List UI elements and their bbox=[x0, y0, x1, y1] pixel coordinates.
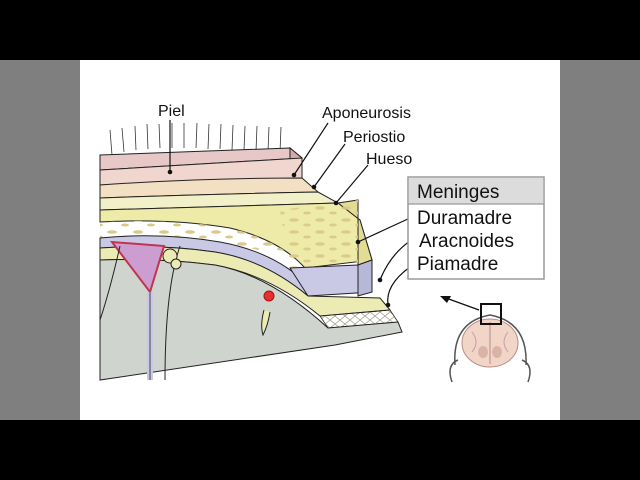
letterbox-top bbox=[0, 0, 640, 60]
zoom-box-icon bbox=[480, 303, 502, 325]
pillarbox-left bbox=[0, 60, 80, 420]
legend-item-dura: Duramadre bbox=[417, 208, 512, 229]
pointer-dots bbox=[167, 169, 391, 308]
legend-item-pia: Piamadre bbox=[417, 254, 498, 275]
meninges-legend: Meninges Duramadre Aracnoides Piamadre bbox=[407, 176, 545, 280]
falx-cerebri bbox=[99, 240, 181, 381]
letterbox-bottom bbox=[0, 420, 640, 480]
label-bone: Hueso bbox=[366, 151, 412, 168]
legend-item-arachnoid: Aracnoides bbox=[419, 231, 514, 252]
label-skin: Piel bbox=[158, 103, 185, 120]
brain-coronal-icon bbox=[449, 314, 531, 383]
arrow-left-icon bbox=[440, 296, 480, 311]
arachnoid-granulation bbox=[162, 248, 182, 270]
hair-strands bbox=[109, 122, 282, 156]
label-periosteum: Periostio bbox=[343, 129, 405, 146]
pillarbox-right bbox=[560, 60, 640, 420]
leader-lines bbox=[169, 120, 411, 306]
meninges-diagram: Piel Aponeurosis Periostio Hueso Meninge… bbox=[99, 103, 545, 383]
label-aponeurosis: Aponeurosis bbox=[322, 105, 411, 122]
bone-layer bbox=[99, 199, 373, 269]
legend-title: Meninges bbox=[417, 182, 499, 203]
cortical-vessel bbox=[261, 290, 275, 337]
diagram-canvas: Piel Aponeurosis Periostio Hueso Meninge… bbox=[80, 60, 560, 420]
